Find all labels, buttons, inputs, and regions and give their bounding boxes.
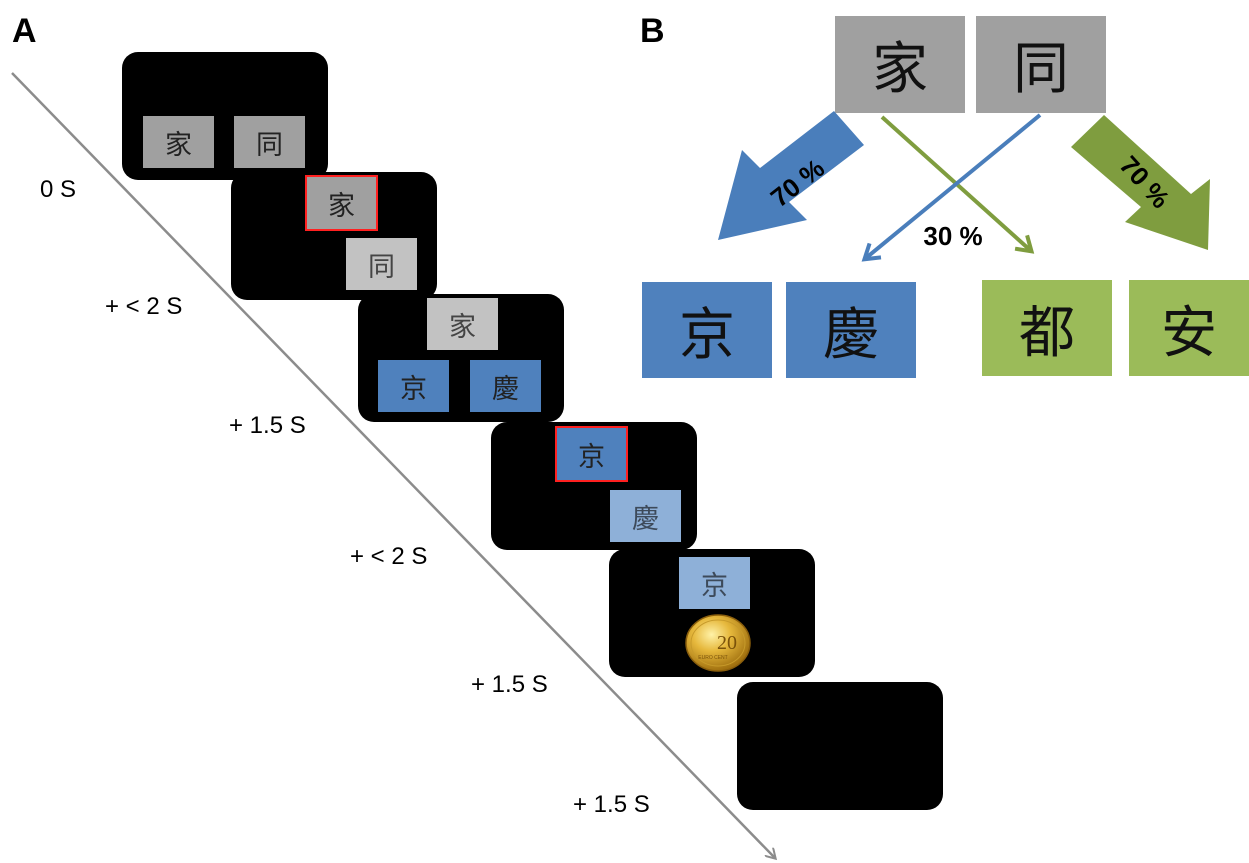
svg-text:20: 20 — [717, 632, 737, 654]
second-stage-blue-option-1: 京 — [642, 282, 772, 378]
rare-transition-arrow-blue — [861, 113, 1042, 262]
common-transition-arrow-green — [1071, 115, 1210, 250]
second-stage-left: 京 — [378, 360, 449, 412]
stimulus-left: 家 — [143, 116, 214, 168]
time-label-3: + 1.5 S — [229, 412, 306, 439]
stimulus-unselected: 同 — [346, 238, 417, 290]
trial-screen-6-blank — [737, 682, 943, 810]
first-stage-option-2: 同 — [976, 16, 1106, 113]
panel-b-letter: B — [640, 12, 665, 50]
second-stage-selected: 京 — [555, 426, 628, 482]
chosen-stimulus: 家 — [427, 298, 498, 350]
stimulus-selected: 家 — [305, 175, 378, 231]
time-label-5: + 1.5 S — [471, 671, 548, 698]
time-label-2: + < 2 S — [105, 293, 183, 320]
first-stage-option-1: 家 — [835, 16, 965, 113]
panel-a-letter: A — [12, 12, 37, 50]
second-stage-green-option-1: 都 — [982, 280, 1112, 376]
common-transition-arrow-blue — [718, 111, 864, 240]
prob-label-rare: 30 % — [923, 221, 982, 251]
trial-screen-5: 京 20 EURO CENT — [609, 549, 815, 677]
coin-icon: 20 EURO CENT — [685, 614, 751, 672]
trial-screen-4: 京 慶 — [491, 422, 697, 550]
trial-screen-1: 家 同 — [122, 52, 328, 180]
trial-screen-2: 家 同 — [231, 172, 437, 300]
chosen-second-stage: 京 — [679, 557, 750, 609]
second-stage-blue-option-2: 慶 — [786, 282, 916, 378]
time-label-6: + 1.5 S — [573, 791, 650, 818]
stimulus-right: 同 — [234, 116, 305, 168]
time-label-4: + < 2 S — [350, 543, 428, 570]
svg-text:EURO CENT: EURO CENT — [698, 655, 727, 661]
time-label-1: 0 S — [40, 176, 77, 203]
trial-screen-3: 家 京 慶 — [358, 294, 564, 422]
second-stage-unselected: 慶 — [610, 490, 681, 542]
second-stage-right: 慶 — [470, 360, 541, 412]
second-stage-green-option-2: 安 — [1129, 280, 1249, 376]
